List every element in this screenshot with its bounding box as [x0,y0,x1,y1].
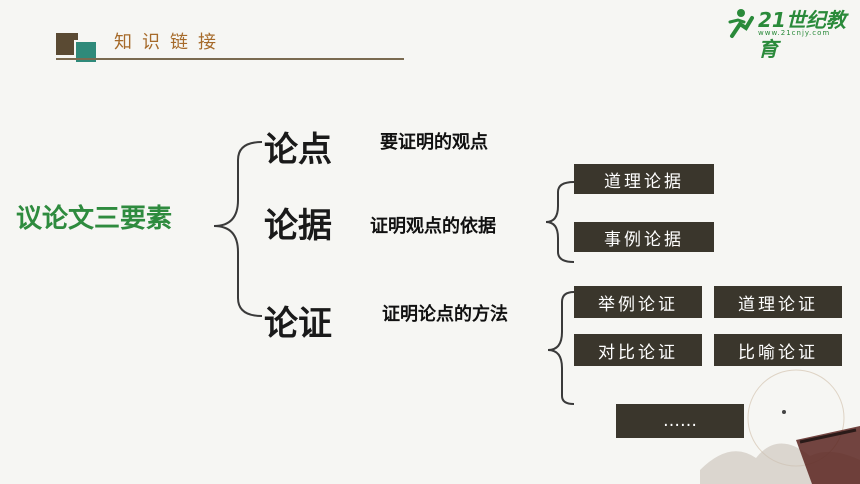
element-evidence-desc: 证明观点的依据 [370,216,496,237]
header-underline [56,58,404,60]
runner-logo-icon [728,9,754,38]
section-title: 知识链接 [114,32,226,53]
element-evidence: 论据 [264,206,332,246]
box-method-example: 举例论证 [574,286,702,318]
box-method-reason: 道理论证 [714,286,842,318]
header-square-dark [56,33,78,55]
header-square-teal [74,40,98,64]
box-method-metaphor: 比喻论证 [714,334,842,366]
element-argumentation: 论证 [264,304,332,344]
box-more: …… [616,404,744,438]
element-thesis-desc: 要证明的观点 [380,132,488,153]
box-fact-evidence: 事例论据 [574,222,714,252]
logo-text: 21世纪教育 [758,8,846,61]
logo-url: www.21cnjy.com [758,29,831,37]
landscape-decoration [700,369,860,484]
box-method-contrast: 对比论证 [574,334,702,366]
diagram-root: 议论文三要素 [16,204,173,234]
element-argumentation-desc: 证明论点的方法 [382,304,508,325]
element-thesis: 论点 [264,130,332,170]
box-reason-evidence: 道理论据 [574,164,714,194]
